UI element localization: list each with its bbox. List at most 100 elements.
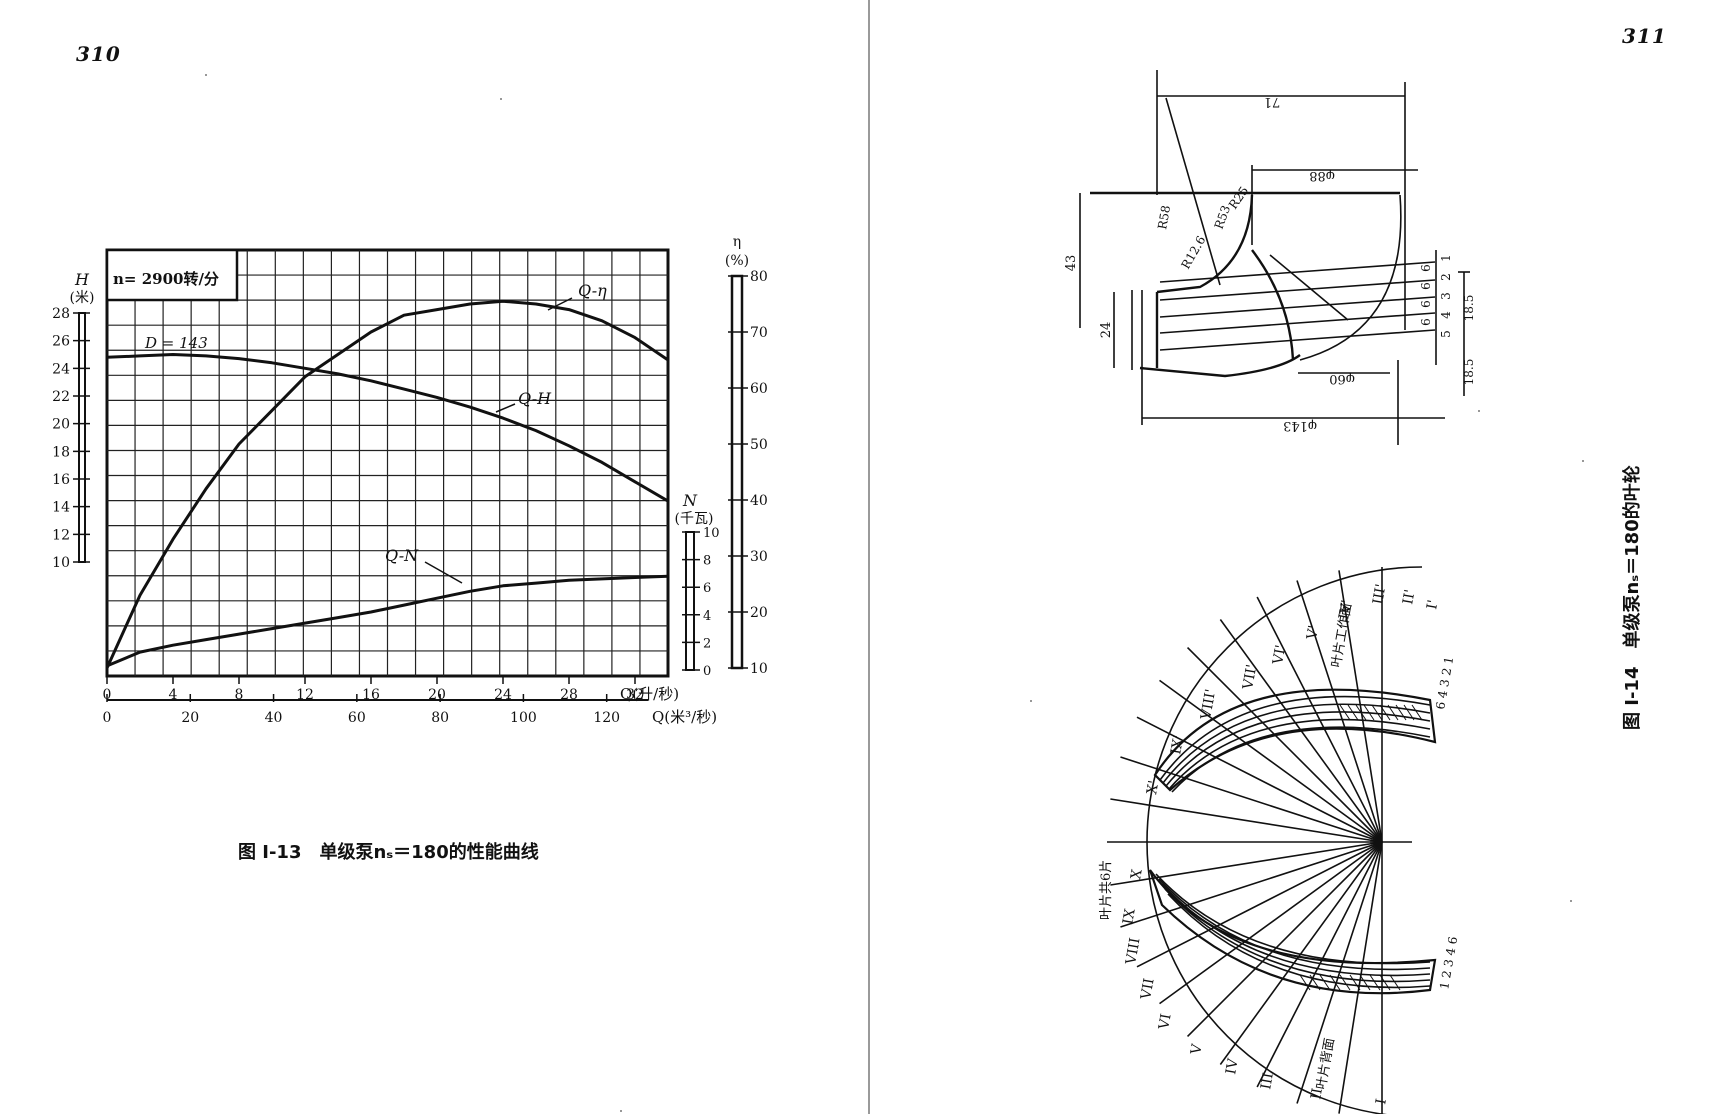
series-Q-N (106, 574, 669, 668)
secondary-x-label: Q(米³/秒) (652, 708, 717, 726)
speed-annotation: n= 2900转/分 (113, 270, 219, 288)
stream-number: 4 (1439, 311, 1453, 319)
stream-number: 3 (1439, 292, 1453, 300)
leader-line (547, 297, 573, 311)
h-axis-tick-label: 14 (52, 500, 70, 516)
radial-line (1186, 646, 1383, 843)
section-label-top: X' (1144, 779, 1162, 795)
vane-sub-numbers: 1 2 3 4 6 (1437, 935, 1460, 990)
stack-dim: 6 (1419, 264, 1433, 272)
stream-line (1159, 296, 1436, 318)
leader (1165, 97, 1221, 286)
section-label-bottom: VI (1156, 1013, 1175, 1032)
vane-line (1155, 873, 1431, 965)
series-Q-η (105, 299, 669, 669)
section-label-top: IX' (1168, 734, 1187, 756)
secondary-x-tick-label: 20 (181, 710, 199, 726)
page-number: 311 (1622, 24, 1667, 48)
leader-line (424, 561, 463, 584)
curve-label-q-eta: Q-η (578, 281, 607, 300)
eta-axis-tick-label: 10 (750, 661, 768, 677)
vane-band-top (1153, 688, 1437, 792)
radial-line (1136, 841, 1383, 968)
dim-phi143: φ143 (1283, 418, 1317, 433)
secondary-x-tick-label: 0 (103, 710, 112, 726)
hatch (1349, 974, 1361, 991)
radial-line (1110, 798, 1383, 843)
h-axis-bar (78, 312, 86, 563)
hatch (1339, 974, 1351, 991)
n-axis-tick-label: 10 (703, 526, 720, 541)
n-axis-label: N (682, 491, 698, 510)
secondary-x-tick-label: 40 (265, 710, 283, 726)
eta-axis-tick-label: 70 (750, 325, 768, 341)
hatch (1411, 704, 1423, 721)
page-number: 310 (76, 42, 121, 66)
section-label-top: VII' (1240, 663, 1260, 691)
section-label-bottom: IV (1223, 1057, 1242, 1076)
h-axis-tick-label: 28 (52, 306, 70, 322)
hatch (1369, 974, 1381, 991)
section-label-bottom: III (1258, 1072, 1277, 1091)
dim-r58: R58 (1155, 204, 1173, 230)
section-label-top: VIII' (1198, 688, 1219, 722)
eta-axis-tick-label: 80 (750, 269, 768, 285)
n-axis-tick-label: 2 (703, 636, 711, 651)
h-axis-tick-label: 12 (52, 527, 70, 543)
section-label-top: VI' (1270, 644, 1289, 667)
dim-r25: R25 (1226, 184, 1251, 212)
stream-number: 5 (1439, 330, 1453, 338)
vane-back-note: 叶片背面 (1314, 1037, 1338, 1091)
chart-curves (105, 299, 669, 669)
hatch (1403, 704, 1415, 721)
book-gutter (868, 0, 870, 1114)
n-axis-tick-label: 4 (703, 609, 711, 624)
h-axis-tick-label: 10 (52, 555, 70, 571)
hatch (1355, 704, 1367, 721)
eta-axis-bar (730, 274, 744, 670)
section-label-bottom: II (1308, 1087, 1326, 1101)
section-label-top: I' (1424, 599, 1441, 611)
h-axis-label: H (74, 270, 90, 289)
vane-line (1158, 878, 1431, 971)
hatch (1309, 974, 1321, 991)
eta-axis-tick-label: 20 (750, 605, 768, 621)
stream-line (1159, 261, 1436, 283)
performance-chart: 10121416182022242628H(米)1020304050607080… (52, 234, 768, 726)
series-Q-H (106, 353, 669, 503)
stream-number: 2 (1439, 273, 1453, 281)
eta-axis-label: η (733, 234, 741, 250)
section-label-bottom: VII (1138, 977, 1158, 1002)
chart-labels: n= 2900转/分Q-ηQ-HQ-ND = 143 (113, 270, 607, 584)
n-axis-tick-label: 0 (703, 664, 711, 679)
x-axis-tick-label: 4 (169, 687, 178, 703)
x-axis-tick-label: 8 (235, 687, 244, 703)
figure-caption: 图 Ⅰ-13 单级泵nₛ＝180的性能曲线 (238, 842, 539, 863)
outer-arc (1299, 194, 1402, 361)
vane-count-note: 叶片共6片 (1099, 860, 1114, 920)
impeller-section-view: I'II'III'IV'V'VI'VII'VIII'IX'X'XIXVIIIVI… (1099, 566, 1460, 1114)
dim-phi60: φ60 (1329, 371, 1355, 386)
h-axis-tick-label: 24 (52, 361, 70, 377)
hatch (1363, 704, 1375, 721)
n-axis-tick-label: 6 (703, 581, 711, 596)
vane-line (1159, 695, 1431, 781)
stack-dim: 6 (1419, 318, 1433, 326)
figure-caption: 图 Ⅰ-14 单级泵nₛ＝180的叶轮 (1622, 465, 1643, 730)
vane-line (1162, 703, 1431, 784)
vane-working-face-note: 叶片工作面 (1329, 602, 1355, 669)
secondary-x-tick-label: 120 (593, 710, 620, 726)
dim-43: 43 (1064, 255, 1079, 272)
vane-curve (1251, 249, 1295, 361)
radial-line (1136, 716, 1383, 843)
dim-18-5: 18.5 (1462, 295, 1476, 322)
radial-line (1338, 570, 1383, 843)
dim-18-5: 18.5 (1462, 359, 1476, 386)
radial-line (1219, 841, 1383, 1065)
n-axis-tick-label: 8 (703, 554, 711, 569)
back-shroud (1139, 354, 1301, 378)
section-label-bottom: V (1188, 1042, 1206, 1057)
hatch (1387, 704, 1399, 721)
x-axis-label: Q(升/秒) (620, 685, 679, 703)
